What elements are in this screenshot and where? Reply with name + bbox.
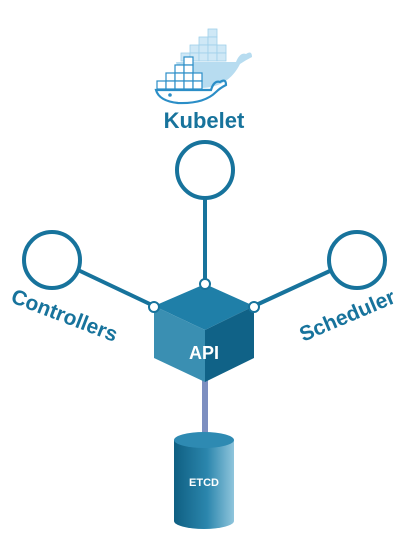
api-label: API <box>189 343 219 363</box>
controllers-label: Controllers <box>8 285 121 347</box>
api-connector-top <box>199 278 211 290</box>
scheduler-node <box>327 230 387 290</box>
etcd-label: ETCD <box>189 477 219 489</box>
scheduler-label: Scheduler <box>296 286 398 347</box>
api-connector-right <box>248 301 260 313</box>
kubelet-label: Kubelet <box>164 108 245 133</box>
api-cube <box>154 284 254 382</box>
etcd-cylinder <box>174 432 234 529</box>
scheduler-link <box>252 268 334 308</box>
api-connector-left <box>148 301 160 313</box>
docker-whale-icon <box>154 28 252 105</box>
kubelet-node <box>175 140 235 200</box>
controllers-node <box>22 230 82 290</box>
controllers-link <box>76 268 156 308</box>
